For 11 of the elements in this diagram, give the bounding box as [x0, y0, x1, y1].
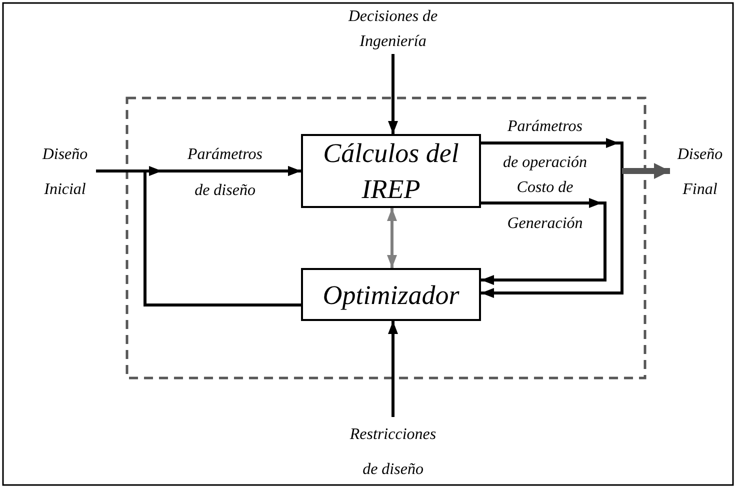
process-box	[301, 134, 481, 208]
edge-label: Parámetros de diseño	[186, 145, 264, 201]
text-label: Restricciones de diseño	[347, 417, 439, 487]
box-label: Cálculos del IREP	[322, 137, 460, 206]
text-label: Diseño Inicial	[34, 137, 96, 207]
box-label: Optimizador	[322, 278, 460, 312]
text-label: Decisiones de Ingeniería	[333, 4, 453, 54]
edge-label: Costo de Generación	[506, 178, 584, 234]
process-box	[301, 268, 481, 321]
text-label: Diseño Final	[670, 137, 730, 207]
edge-label: Parámetros de operación	[503, 117, 587, 173]
